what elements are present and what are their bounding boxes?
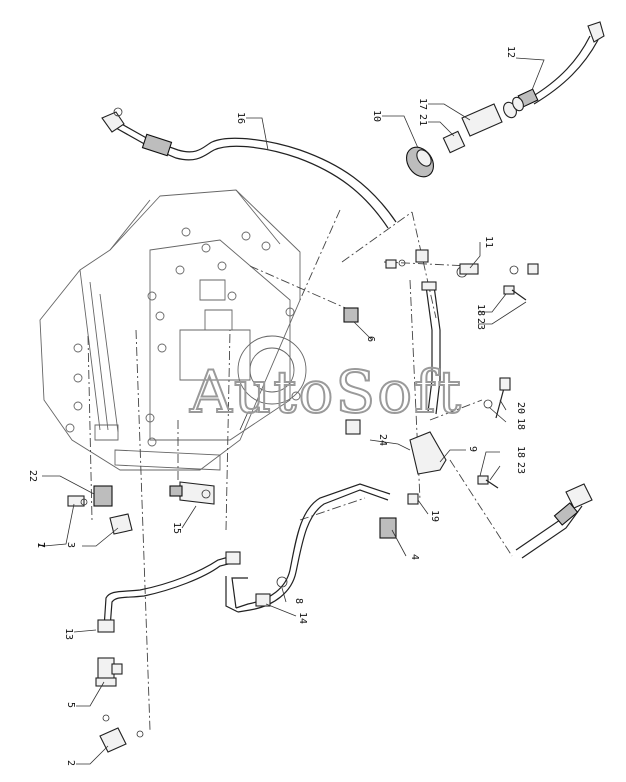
callout-21: 21 (417, 114, 428, 126)
callout-10: 10 (371, 110, 382, 122)
callout-3: 3 (65, 542, 76, 548)
callout-4: 4 (409, 554, 420, 560)
callout-6: 6 (365, 336, 376, 342)
callout-5: 5 (65, 702, 76, 708)
callout-16: 16 (235, 112, 246, 124)
callout-labels: 1 2 3 4 5 6 7 8 9 10 11 12 13 14 15 16 1… (27, 46, 526, 766)
callout-2: 2 (65, 760, 76, 766)
callout-17: 17 (417, 98, 428, 110)
hose-and-bracket (409, 249, 479, 475)
callout-1: 1 (35, 542, 46, 548)
pipe-16 (101, 107, 397, 229)
callout-23-top: 23 (475, 318, 486, 330)
callout-18-low: 18 (515, 446, 526, 458)
pipe-right-lower (515, 483, 593, 559)
callout-14: 14 (297, 612, 308, 624)
callout-20: 20 (515, 402, 526, 414)
assembly-centerlines (87, 209, 513, 731)
fitting-6 (343, 307, 361, 435)
callout-11: 11 (483, 236, 494, 248)
callout-8: 8 (293, 598, 304, 604)
callout-22: 22 (27, 470, 38, 482)
callout-7: 7 (35, 542, 46, 548)
callout-18-top: 18 (475, 304, 486, 316)
fittings-bottom-left (95, 657, 144, 753)
pipe-12 (517, 21, 605, 108)
callout-19: 19 (429, 510, 440, 522)
pipe-left-lower (97, 551, 241, 633)
callout-12: 12 (505, 46, 516, 58)
watermark-text: AutoSoft (189, 358, 463, 426)
fittings-22-7-3 (67, 485, 133, 535)
callout-24: 24 (377, 434, 388, 446)
callout-13: 13 (63, 628, 74, 640)
transmission-housing (39, 189, 307, 471)
leader-lines (42, 57, 545, 765)
bolts-right (385, 259, 539, 505)
callout-23-low: 23 (515, 462, 526, 474)
fitting-15 (169, 481, 215, 505)
callout-15: 15 (171, 522, 182, 534)
callout-9: 9 (467, 446, 478, 452)
callout-18-mid: 18 (515, 418, 526, 430)
fittings-10-17-21 (406, 96, 524, 178)
pipe-center-lower (225, 483, 397, 613)
